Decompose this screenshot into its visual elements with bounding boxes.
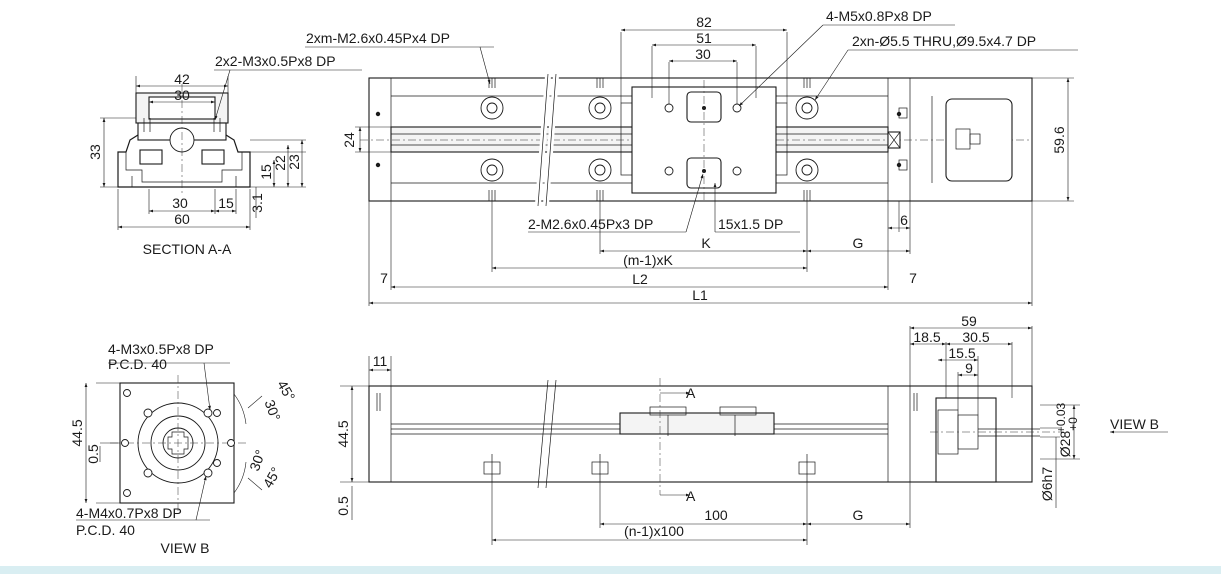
viewb-callout-m3: 4-M3x0.5Px8 DP	[108, 341, 214, 357]
view-b-arrow-label: VIEW B	[1110, 416, 1159, 432]
callout-slot: 15x1.5 DP	[718, 216, 783, 232]
viewb-callout-m4: 4-M4x0.7Px8 DP	[76, 505, 182, 521]
top-dim-7-right: 7	[909, 270, 917, 286]
angle-30-bot: 30°	[246, 448, 268, 473]
viewb-dim-0-5: 0.5	[85, 444, 101, 464]
sec-callout-m3: 2x2-M3x0.5Px8 DP	[215, 53, 336, 69]
side-view: A A 11 44.5 0.5 59 18.5 30.5 15.5 9 Ø28 …	[335, 313, 1168, 545]
side-dim-n1: (n-1)x100	[624, 523, 684, 539]
sec-dim-22: 22	[272, 155, 288, 171]
sec-dim-15-bot: 15	[218, 195, 234, 211]
side-dim-100: 100	[704, 507, 728, 523]
side-dim-59: 59	[961, 313, 977, 329]
side-dim-44-5: 44.5	[335, 420, 351, 447]
sec-dim-42: 42	[174, 71, 190, 87]
top-dim-30: 30	[695, 46, 711, 62]
top-dim-l1: L1	[692, 287, 708, 303]
side-dim-15-5: 15.5	[948, 345, 975, 361]
bottom-band	[0, 566, 1221, 574]
sec-dim-30-top: 30	[174, 87, 190, 103]
top-dim-g: G	[853, 235, 864, 251]
side-dim-d28-tol-lo: +0	[1066, 417, 1080, 431]
section-mark-a-bottom: A	[686, 488, 696, 504]
side-dim-30-5: 30.5	[962, 329, 989, 345]
top-dim-51: 51	[696, 30, 712, 46]
sec-dim-23: 23	[286, 154, 302, 170]
section-a-a-view: 42 30 33 15 22 23 3.1 30 15 60 SECTION A…	[87, 53, 362, 257]
top-dim-24: 24	[341, 132, 357, 148]
top-dim-l2: L2	[632, 271, 648, 287]
sec-dim-33: 33	[87, 144, 103, 160]
side-dim-d28: Ø28	[1057, 431, 1073, 458]
top-dim-59-6: 59.6	[1051, 126, 1067, 153]
side-dim-9: 9	[965, 360, 973, 376]
side-dim-g: G	[853, 507, 864, 523]
sec-dim-15: 15	[258, 164, 274, 180]
callout-m5: 4-M5x0.8Px8 DP	[826, 8, 932, 24]
viewb-pcd-bot: P.C.D. 40	[76, 522, 135, 538]
side-dim-d6: Ø6h7	[1039, 467, 1055, 501]
counterbore-holes	[480, 96, 819, 182]
sec-dim-30-bot: 30	[172, 195, 188, 211]
top-dim-m1k: (m-1)xK	[623, 252, 673, 268]
callout-m26-4dp: 2xm-M2.6x0.45Px4 DP	[306, 30, 450, 46]
viewb-dim-44-5: 44.5	[69, 419, 85, 446]
angle-45-bot: 45°	[259, 464, 283, 490]
callout-m26-3dp: 2-M2.6x0.45Px3 DP	[528, 216, 653, 232]
top-dim-82: 82	[696, 14, 712, 30]
side-dim-0-5: 0.5	[335, 496, 351, 516]
sec-dim-3-1: 3.1	[249, 193, 265, 213]
sec-dim-60: 60	[174, 211, 190, 227]
callout-thru: 2xn-Ø5.5 THRU,Ø9.5x4.7 DP	[852, 33, 1036, 49]
side-dim-11: 11	[373, 353, 388, 369]
view-b-title: VIEW B	[160, 540, 209, 556]
top-dim-7-left: 7	[380, 270, 388, 286]
top-view: 82 51 30 24 59.6 2xm-M2.6x0.45Px4 DP 4-M…	[305, 8, 1078, 306]
view-b: 45° 30° 30° 45° 44.5 0.5 4-M3x0.5Px8 DP …	[69, 341, 299, 556]
top-dim-k: K	[701, 235, 711, 251]
side-dim-18-5: 18.5	[913, 329, 940, 345]
viewb-pcd-top: P.C.D. 40	[108, 356, 167, 372]
angle-30-top: 30°	[262, 398, 284, 423]
section-mark-a-top: A	[686, 385, 696, 401]
side-dim-d28-tol-up: +0.03	[1054, 402, 1068, 433]
section-a-a-title: SECTION A-A	[143, 241, 232, 257]
top-dim-6: 6	[900, 212, 908, 228]
